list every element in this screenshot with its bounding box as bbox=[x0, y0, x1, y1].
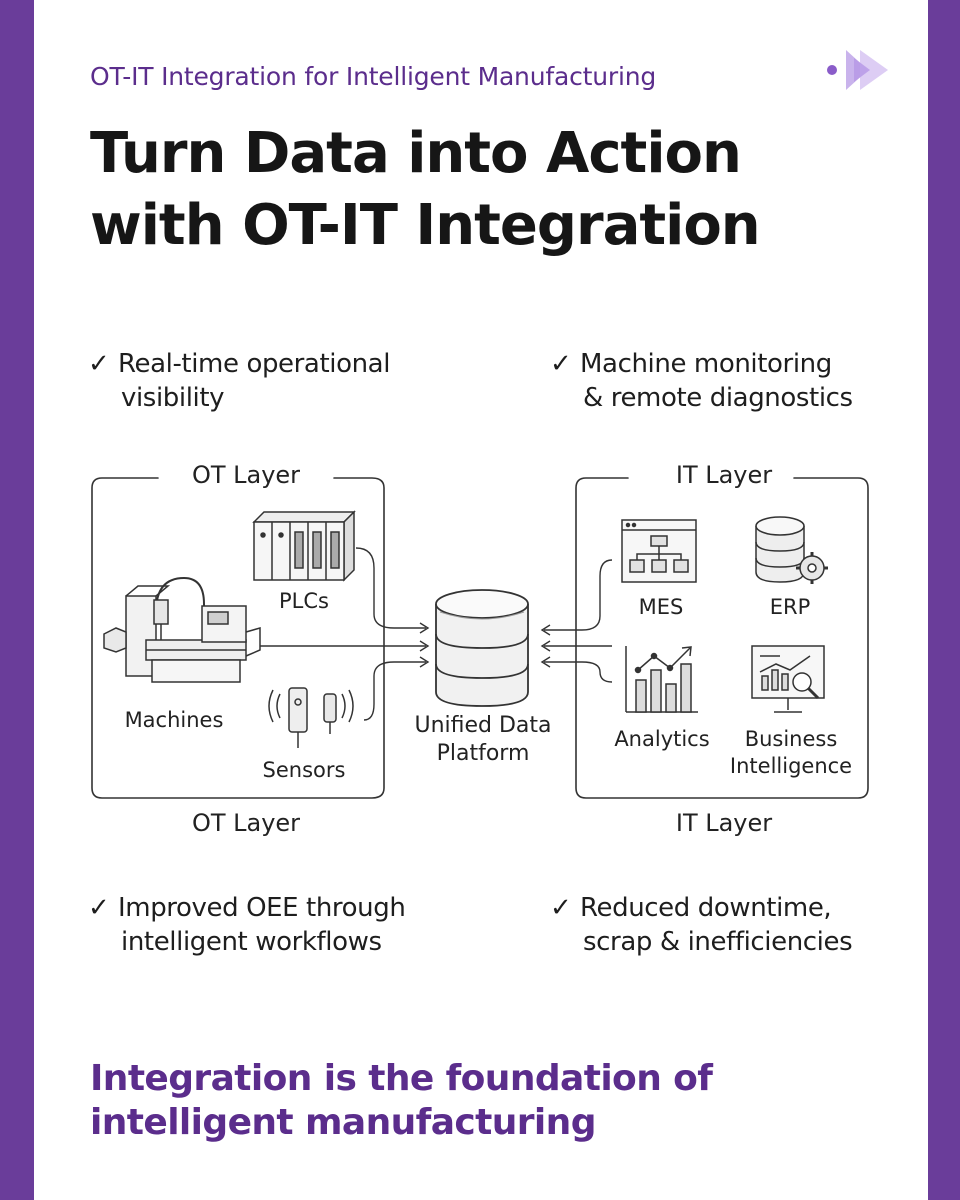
kicker-title: OT-IT Integration for Intelligent Manufa… bbox=[90, 62, 657, 91]
bi-label-line-2: Intelligence bbox=[730, 754, 852, 778]
machine-icon bbox=[103, 576, 261, 683]
benefit-line-1: Real-time operational bbox=[118, 349, 391, 379]
plc-rack-icon bbox=[252, 510, 356, 582]
plcs-label: PLCs bbox=[279, 589, 329, 613]
ot-layer-title-bottom: OT Layer bbox=[192, 809, 300, 837]
machines-label: Machines bbox=[125, 708, 224, 732]
benefit-line-2: intelligent workflows bbox=[121, 927, 382, 957]
ot-it-diagram: OT Layer IT Layer PLCs bbox=[91, 461, 869, 837]
erp-database-gear-icon bbox=[755, 516, 828, 584]
benefit-item-visibility: ✓ Real-time operational visibility bbox=[88, 347, 390, 415]
benefit-item-monitoring: ✓ Machine monitoring & remote diagnostics bbox=[550, 347, 853, 415]
benefit-item-oee: ✓ Improved OEE through intelligent workfl… bbox=[88, 891, 406, 959]
analytics-label: Analytics bbox=[614, 727, 709, 751]
closing-tagline: Integration is the foundation of intelli… bbox=[90, 1057, 890, 1145]
it-to-platform-connectors bbox=[540, 559, 613, 683]
ot-to-platform-connectors bbox=[260, 547, 430, 721]
tagline-line-1: Integration is the foundation of bbox=[90, 1058, 713, 1099]
mes-icon bbox=[621, 519, 697, 583]
benefit-line-1: Reduced downtime, bbox=[580, 893, 832, 923]
benefit-line-2: scrap & inefficiencies bbox=[583, 927, 853, 957]
headline: Turn Data into Action with OT-IT Integra… bbox=[90, 118, 890, 262]
benefit-line-1: Improved OEE through bbox=[118, 893, 406, 923]
it-layer-title-bottom: IT Layer bbox=[676, 809, 772, 837]
platform-label-line-2: Platform bbox=[437, 741, 530, 766]
business-intelligence-monitor-icon bbox=[751, 645, 825, 713]
sensor-icon bbox=[268, 687, 354, 748]
tagline-line-2: intelligent manufacturing bbox=[90, 1102, 596, 1143]
platform-label-line-1: Unified Data bbox=[414, 713, 551, 738]
benefit-line-2: & remote diagnostics bbox=[583, 383, 853, 413]
headline-line-1: Turn Data into Action bbox=[90, 121, 742, 186]
check-icon: ✓ bbox=[550, 893, 572, 923]
benefit-line-1: Machine monitoring bbox=[580, 349, 832, 379]
headline-line-2: with OT-IT Integration bbox=[90, 193, 761, 258]
check-icon: ✓ bbox=[88, 893, 110, 923]
infographic-card: OT-IT Integration for Intelligent Manufa… bbox=[34, 0, 928, 1200]
mes-label: MES bbox=[639, 595, 684, 619]
unified-data-platform-icon bbox=[435, 589, 529, 707]
ot-layer-title-top: OT Layer bbox=[192, 461, 300, 489]
benefit-item-downtime: ✓ Reduced downtime, scrap & inefficiencie… bbox=[550, 891, 853, 959]
check-icon: ✓ bbox=[88, 349, 110, 379]
play-arrow-logo-icon bbox=[827, 50, 888, 90]
it-layer-title-top: IT Layer bbox=[676, 461, 772, 489]
analytics-chart-icon bbox=[625, 646, 698, 713]
erp-label: ERP bbox=[770, 595, 811, 619]
check-icon: ✓ bbox=[550, 349, 572, 379]
benefit-line-2: visibility bbox=[121, 383, 225, 413]
bi-label-line-1: Business bbox=[745, 727, 838, 751]
sensors-label: Sensors bbox=[263, 758, 346, 782]
